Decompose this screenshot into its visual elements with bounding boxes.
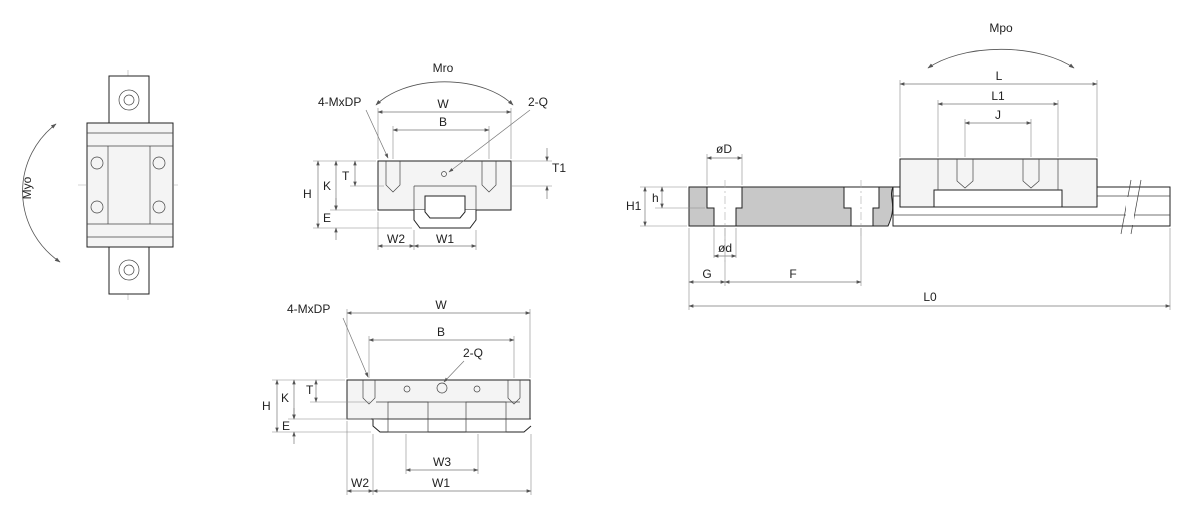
dim-w2-label: W2: [387, 232, 405, 246]
front-view-wide: W B 4-MxDP 2-Q H K T E W3 W2 W1: [262, 298, 532, 495]
carriage-bolt-hole: [152, 200, 166, 214]
dim-g-label: G: [702, 267, 711, 281]
carriage-wide-front: [346, 379, 531, 420]
myo-label: Myo: [20, 176, 34, 199]
rail-mount-hole-top: [118, 89, 140, 111]
rail-wide-front: [372, 419, 532, 433]
q-wide-label: 2-Q: [463, 346, 483, 360]
rail-mount-hole-bottom: [118, 259, 140, 281]
myo-moment-arrow: [22, 123, 61, 263]
dim-l0-label: L0: [923, 290, 937, 304]
dim-j-label: J: [995, 108, 1001, 122]
dim-l1-label: L1: [991, 89, 1005, 103]
dim-h-label: H: [303, 187, 312, 201]
side-view: Mpo L L1 J øD: [626, 21, 1171, 310]
dim-k-label: K: [323, 179, 331, 193]
dim-t1-label: T1: [552, 161, 566, 175]
rail-counterbore-hole: [706, 186, 743, 227]
carriage-bolt-hole: [90, 200, 104, 214]
dim-w-label: W: [437, 97, 449, 111]
front-view-standard: Mro W B 4-MxDP 2-Q T1: [303, 61, 566, 250]
carriage-bolt-hole: [152, 156, 166, 170]
dim-w3-label: W3: [433, 455, 451, 469]
dim-f-label: F: [789, 267, 796, 281]
dim-e-label: E: [323, 211, 331, 225]
dim-h-wide-label: H: [262, 399, 271, 413]
dim-e-wide-label: E: [282, 419, 290, 433]
lube-port-icon: [403, 385, 411, 393]
carriage-side: [899, 158, 1098, 208]
lube-port-icon: [473, 385, 481, 393]
mpo-moment-arrow: [927, 48, 1075, 69]
dim-b-label: B: [439, 115, 447, 129]
dim-k-wide-label: K: [281, 391, 289, 405]
carriage-bolt-hole: [90, 156, 104, 170]
mxdp-label: 4-MxDP: [318, 95, 361, 109]
dim-w-wide-label: W: [435, 298, 447, 312]
dim-b-wide-label: B: [437, 325, 445, 339]
rail-counterbore-hole: [843, 186, 880, 227]
mpo-label: Mpo: [989, 21, 1013, 35]
dim-t-label: T: [342, 169, 350, 183]
dim-w2-wide-label: W2: [351, 476, 369, 490]
top-view: Myo: [20, 70, 178, 300]
dim-h-small-label: h: [652, 191, 659, 205]
mro-moment-arrow: [375, 81, 514, 106]
dim-l-label: L: [996, 69, 1003, 83]
dim-t-wide-label: T: [306, 383, 314, 397]
mxdp-wide-label: 4-MxDP: [287, 302, 330, 316]
q-label: 2-Q: [528, 95, 548, 109]
dim-od-label: øD: [716, 142, 732, 156]
mro-label: Mro: [433, 61, 454, 75]
carriage-top-view: [86, 122, 174, 248]
dim-w1-label: W1: [436, 232, 454, 246]
dim-h1-label: H1: [626, 199, 642, 213]
dim-w1-wide-label: W1: [432, 476, 450, 490]
